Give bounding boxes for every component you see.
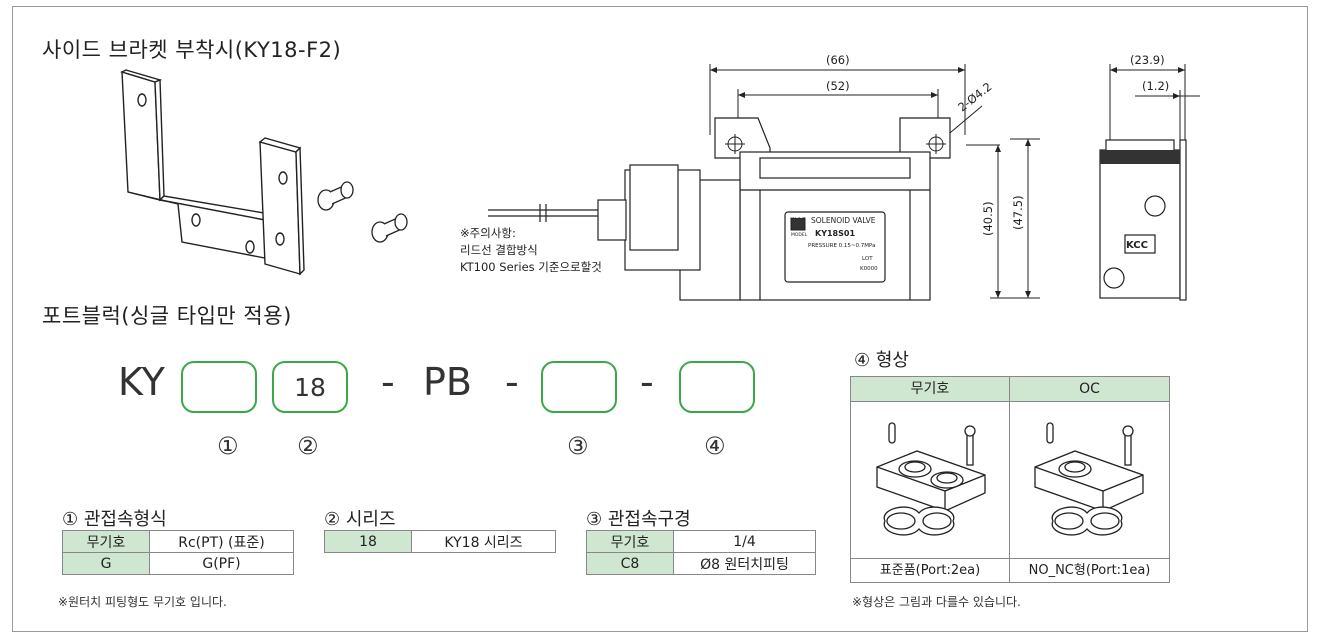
marker-4: ④ [704,432,726,460]
table-cell: Ø8 원터치피팅 [673,552,816,575]
table-cell: 1/4 [673,530,816,553]
port-block-oc-illustration [1034,422,1144,536]
table-cell: KY18 시리즈 [411,530,556,553]
sec4-header-standard: 무기호 [910,381,950,397]
document-frame [12,6,1308,632]
sec4-divider [1009,377,1010,582]
table-cell: G(PF) [149,552,294,575]
label-brand-side: KCC [1126,240,1148,251]
sec2-title: ② 시리즈 [324,509,396,530]
label-solenoid-valve: SOLENOID VALVE [811,216,876,225]
table-cell: 18 [324,530,412,553]
dim-47-5-label: (47.5) [1011,195,1025,230]
code-pb: PB [423,360,472,404]
dim-hole-label: 2-Ø4.2 [955,79,994,114]
sec4-shape-table: 무기호 OC 표준품(Port:2ea) NO_NC형(Port:1ea) [850,376,1170,583]
code-box-series: 18 [272,361,348,413]
note-line-3: KT100 Series 기준으로할것 [460,260,602,274]
label-lot: LOT [862,256,873,262]
dim-40-5-label: (40.5) [981,201,995,236]
label-brand-badge: KCC [791,213,803,220]
table-row: 무기호 Rc(PT) (표준) [62,530,294,553]
sec1-note: ※원터치 피팅형도 무기호 입니다. [58,595,227,609]
code-prefix: KY [118,360,165,404]
sec4-note: ※형상은 그림과 다를수 있습니다. [852,595,1021,609]
valve-dimension-drawing: (66) (52) 2-Ø4.2 (40.5) (47.5) (23.9) (1… [460,53,1200,301]
table-row: C8 Ø8 원터치피팅 [586,552,816,575]
code-dash-2: - [505,360,519,404]
sec4-header-row [851,377,1169,402]
table-row: 무기호 1/4 [586,530,816,553]
table-cell: Rc(PT) (표준) [149,530,294,553]
marker-2: ② [297,432,319,460]
note-line-2: 리드선 결합방식 [460,243,538,257]
code-dash-3: - [640,360,654,404]
marker-3: ③ [567,432,589,460]
table-cell: 무기호 [62,530,150,553]
label-model-small: MODEL [791,232,808,238]
side-bracket-illustration [120,69,408,276]
sec4-footer-oc: NO_NC형(Port:1ea) [1028,563,1151,578]
side-bracket-title: 사이드 브라켓 부착시(KY18-F2) [42,38,342,62]
code-box-shape [679,361,755,413]
table-cell: C8 [586,552,674,575]
code-box-connection [181,361,257,413]
sec4-footer-standard: 표준품(Port:2ea) [879,563,981,578]
sec2-table: 18 KY18 시리즈 [324,530,556,553]
sec3-title: ③ 관접속구경 [586,509,691,530]
dim-23-9-label: (23.9) [1130,53,1165,67]
table-row: 18 KY18 시리즈 [324,530,556,553]
table-row: G G(PF) [62,552,294,575]
dim-66-label: (66) [826,53,850,67]
sec4-header-oc: OC [1079,381,1100,397]
code-dash-1: - [381,360,395,404]
code-box-port-size [541,361,617,413]
marker-1: ① [217,432,239,460]
table-cell: 무기호 [586,530,674,553]
sec4-title: ④ 형상 [854,350,909,371]
sec1-title: ① 관접속형식 [62,509,167,530]
note-line-1: ※주의사항: [460,226,516,240]
table-cell: G [62,552,150,575]
sec1-table: 무기호 Rc(PT) (표준) G G(PF) [62,530,294,575]
sec4-footer-divider [851,558,1169,559]
label-model: KY18S01 [815,229,855,238]
dim-52-label: (52) [826,79,850,93]
port-block-title: 포트블럭(싱글 타입만 적용) [42,304,292,328]
dim-1-2-label: (1.2) [1142,79,1169,93]
port-block-standard-illustration [876,422,986,536]
sec3-table: 무기호 1/4 C8 Ø8 원터치피팅 [586,530,816,575]
label-pressure: PRESSURE 0.15~0.7MPa [808,243,875,249]
label-lot-number: K0000 [860,266,878,272]
